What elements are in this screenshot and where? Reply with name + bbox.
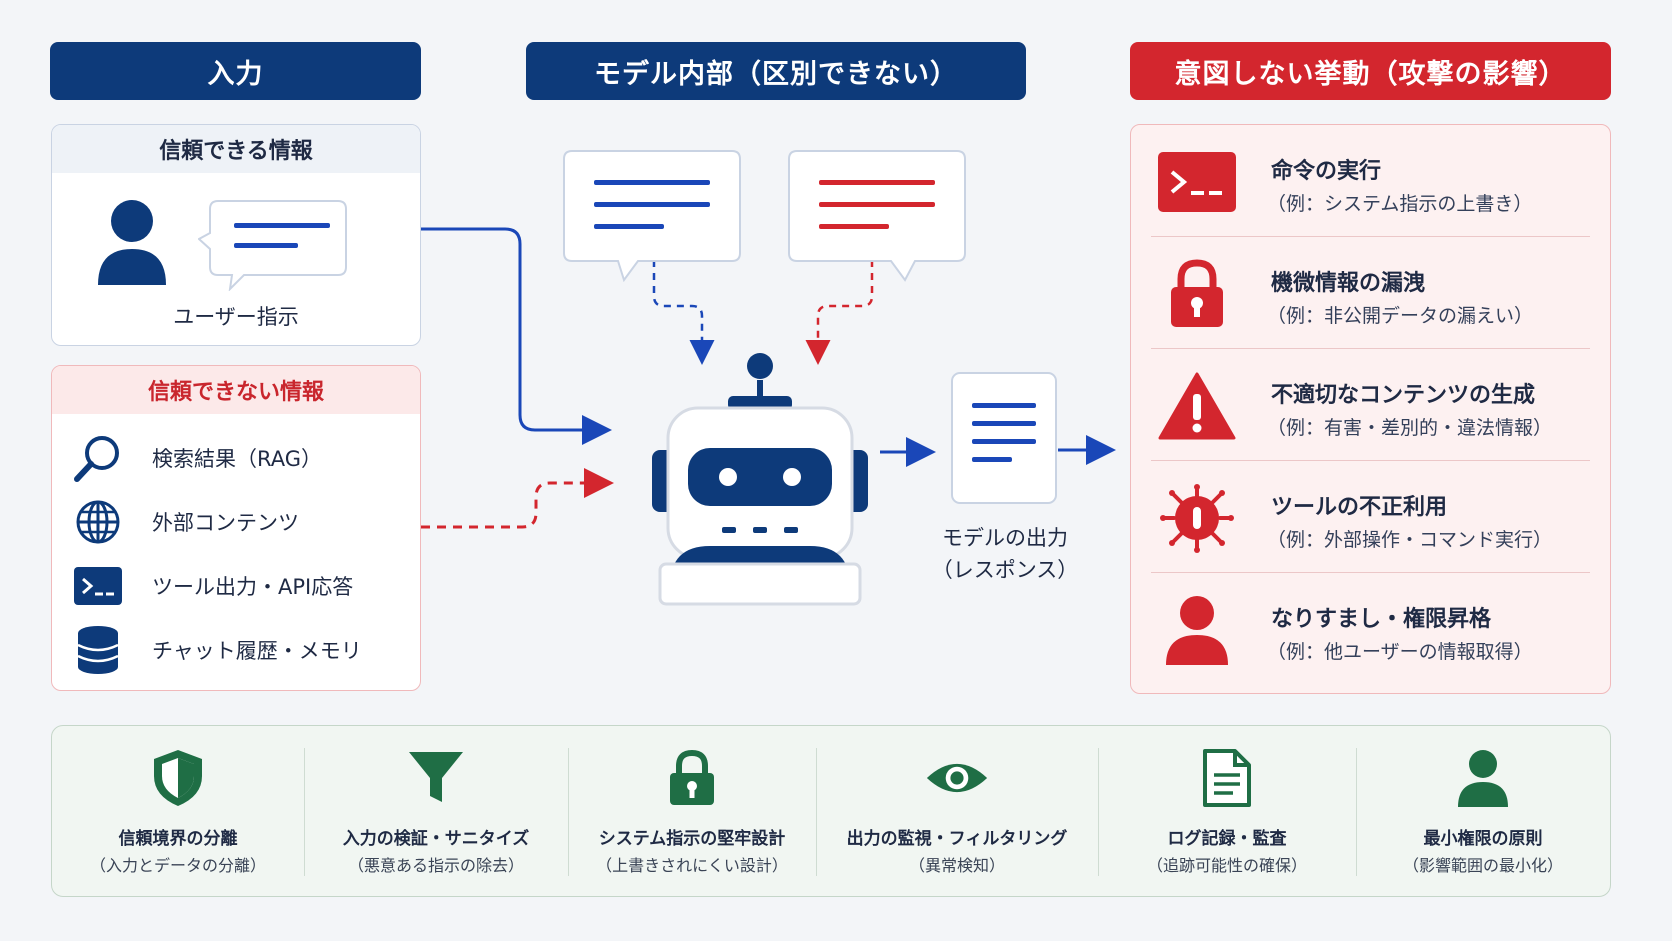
instruction-bubble-red-icon: [787, 150, 967, 286]
model-header-label: モデル内部（区別できない）: [594, 58, 958, 90]
instruction-bubble-blue-icon: [562, 150, 742, 286]
mitigation-title: ログ記録・監査: [1167, 829, 1287, 849]
untrusted-panel-title: 信頼できない情報: [52, 366, 420, 414]
untrusted-panel: 信頼できない情報 検索結果（RAG） 外部コンテンツ ツール出力・API応答 チ…: [51, 365, 421, 691]
model-output-label: モデルの出力: [942, 526, 1068, 550]
mitigations-bar: 信頼境界の分離 （入力とデータの分離） 入力の検証・サニタイズ （悪意ある指示の…: [51, 725, 1611, 897]
lock-icon: [660, 746, 724, 810]
input-header-label: 入力: [207, 58, 264, 90]
effect-subtitle: （例：外部操作・コマンド実行）: [1267, 529, 1553, 551]
bug-icon: [1157, 484, 1237, 553]
globe-icon: [70, 494, 126, 550]
mitigation-item: 最小権限の原則 （影響範囲の最小化）: [1356, 726, 1610, 896]
filter-icon: [404, 746, 468, 810]
mitigation-item: 入力の検証・サニタイズ （悪意ある指示の除去）: [304, 726, 568, 896]
untrusted-item-label: ツール出力・API応答: [152, 575, 354, 599]
effect-title: 命令の実行: [1271, 159, 1382, 184]
list-item: 外部コンテンツ: [70, 494, 299, 550]
mitigation-item: 出力の監視・フィルタリング （異常検知）: [816, 726, 1098, 896]
terminal-icon: [1157, 149, 1237, 215]
mitigation-subtitle: （異常検知）: [908, 856, 1005, 875]
model-header: モデル内部（区別できない）: [526, 42, 1026, 100]
effects-header-label: 意図しない挙動（攻撃の影響）: [1174, 58, 1567, 90]
user-instruction-label: ユーザー指示: [173, 305, 299, 329]
lock-icon: [1157, 259, 1237, 327]
effect-subtitle: （例：システム指示の上書き）: [1267, 193, 1533, 215]
trusted-panel-title: 信頼できる情報: [52, 125, 420, 173]
mitigation-subtitle: （追跡可能性の確保）: [1146, 856, 1307, 875]
untrusted-item-label: 外部コンテンツ: [152, 511, 299, 535]
effect-title: ツールの不正利用: [1271, 495, 1448, 520]
search-icon: [70, 430, 126, 486]
user-icon: [1157, 596, 1237, 665]
output-document-icon: [950, 371, 1058, 509]
mitigation-item: システム指示の堅牢設計 （上書きされにくい設計）: [568, 726, 816, 896]
effect-row: なりすまし・権限昇格 （例：他ユーザーの情報取得）: [1131, 573, 1610, 685]
list-item: チャット履歴・メモリ: [70, 622, 362, 678]
mitigation-title: 出力の監視・フィルタリング: [846, 829, 1068, 849]
trusted-panel: 信頼できる情報 ユーザー指示: [51, 124, 421, 346]
untrusted-item-label: チャット履歴・メモリ: [152, 639, 362, 663]
robot-icon: [650, 350, 870, 610]
input-header: 入力: [50, 42, 421, 100]
effect-subtitle: （例：有害・差別的・違法情報）: [1267, 417, 1553, 439]
effect-subtitle: （例：非公開データの漏えい）: [1267, 305, 1534, 327]
eye-icon: [925, 746, 989, 810]
terminal-icon: [70, 558, 126, 614]
mitigation-title: システム指示の堅牢設計: [598, 829, 786, 849]
effect-title: なりすまし・権限昇格: [1271, 607, 1492, 632]
shield-icon: [146, 746, 210, 810]
mitigation-title: 信頼境界の分離: [118, 829, 238, 849]
effect-subtitle: （例：他ユーザーの情報取得）: [1267, 641, 1533, 663]
effect-row: ツールの不正利用 （例：外部操作・コマンド実行）: [1131, 461, 1610, 573]
user-speech-bubble-icon: [197, 199, 348, 295]
effect-row: 命令の実行 （例：システム指示の上書き）: [1131, 125, 1610, 237]
effects-panel: 命令の実行 （例：システム指示の上書き） 機微情報の漏洩 （例：非公開データの漏…: [1130, 124, 1611, 694]
user-icon: [96, 199, 168, 289]
list-item: 検索結果（RAG）: [70, 430, 322, 486]
model-output-sublabel: （レスポンス）: [931, 558, 1079, 582]
mitigation-item: 信頼境界の分離 （入力とデータの分離）: [52, 726, 304, 896]
effects-header: 意図しない挙動（攻撃の影響）: [1130, 42, 1611, 100]
effect-row: 不適切なコンテンツの生成 （例：有害・差別的・違法情報）: [1131, 349, 1610, 461]
mitigation-subtitle: （上書きされにくい設計）: [596, 856, 788, 875]
mitigation-subtitle: （入力とデータの分離）: [89, 856, 266, 875]
document-icon: [1195, 746, 1259, 810]
mitigation-subtitle: （悪意ある指示の除去）: [347, 856, 524, 875]
warning-icon: [1157, 372, 1237, 440]
mitigation-item: ログ記録・監査 （追跡可能性の確保）: [1098, 726, 1356, 896]
mitigation-title: 最小権限の原則: [1423, 829, 1543, 849]
mitigation-subtitle: （影響範囲の最小化）: [1402, 856, 1563, 875]
mitigation-title: 入力の検証・サニタイズ: [342, 829, 530, 849]
database-icon: [70, 622, 126, 678]
effect-title: 不適切なコンテンツの生成: [1271, 383, 1536, 408]
list-item: ツール出力・API応答: [70, 558, 353, 614]
user-icon: [1451, 746, 1515, 810]
untrusted-item-label: 検索結果（RAG）: [152, 447, 323, 471]
effect-title: 機微情報の漏洩: [1271, 271, 1426, 296]
effect-row: 機微情報の漏洩 （例：非公開データの漏えい）: [1131, 237, 1610, 349]
